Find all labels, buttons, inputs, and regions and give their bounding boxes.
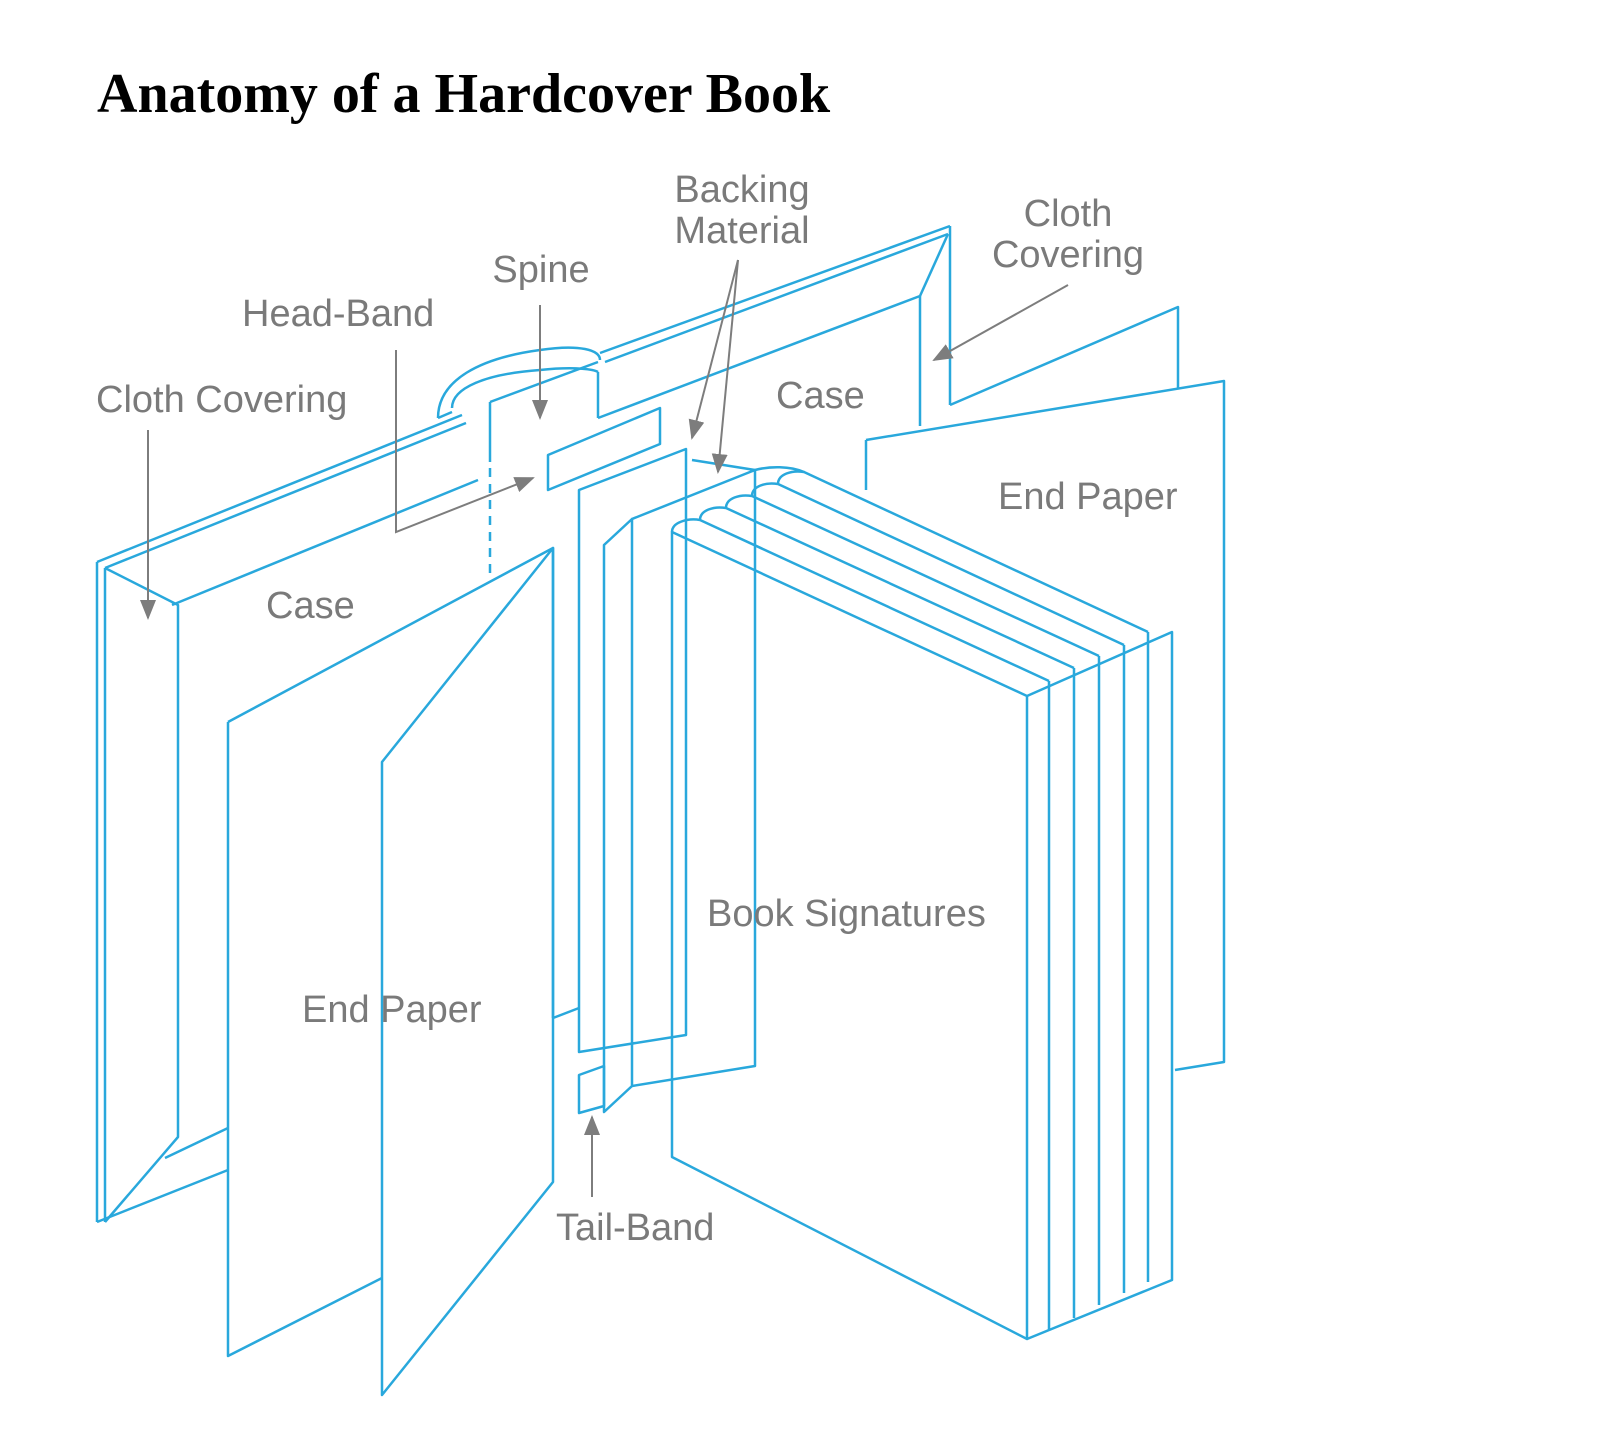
label-cloth-covering-right-line1: Cloth — [1024, 193, 1113, 235]
label-end-paper-right: End Paper — [998, 476, 1178, 518]
backing-strips — [577, 447, 757, 1114]
label-backing-material-line1: Backing — [674, 169, 809, 211]
label-tail-band: Tail-Band — [556, 1207, 714, 1249]
label-cloth-covering-left: Cloth Covering — [96, 379, 347, 421]
label-backing-material-line2: Material — [674, 210, 809, 252]
label-case-left: Case — [266, 585, 355, 627]
head-band-block — [546, 406, 662, 492]
label-head-band: Head-Band — [242, 293, 434, 335]
tail-band-block — [577, 1064, 606, 1115]
leader-backing-material-b — [711, 259, 739, 474]
spine-hump — [436, 346, 602, 580]
label-spine: Spine — [492, 249, 589, 291]
leader-head-band — [395, 350, 535, 534]
leader-backing-material-a — [688, 259, 739, 440]
right-end-paper — [864, 305, 1226, 1072]
label-book-signatures: Book Signatures — [707, 893, 986, 935]
page-title: Anatomy of a Hardcover Book — [97, 63, 831, 125]
left-cover-board — [95, 562, 229, 1224]
label-end-paper-left: End Paper — [302, 989, 482, 1031]
leader-cloth-covering-right — [932, 284, 1069, 361]
label-case-right: Case — [776, 375, 865, 417]
label-cloth-covering-right-line2: Covering — [992, 234, 1144, 276]
labels: Backing Material Cloth Covering Spine He… — [96, 169, 1178, 1249]
left-end-paper — [226, 546, 580, 1397]
book-signatures — [670, 466, 1174, 1341]
leader-lines — [140, 259, 1069, 1197]
